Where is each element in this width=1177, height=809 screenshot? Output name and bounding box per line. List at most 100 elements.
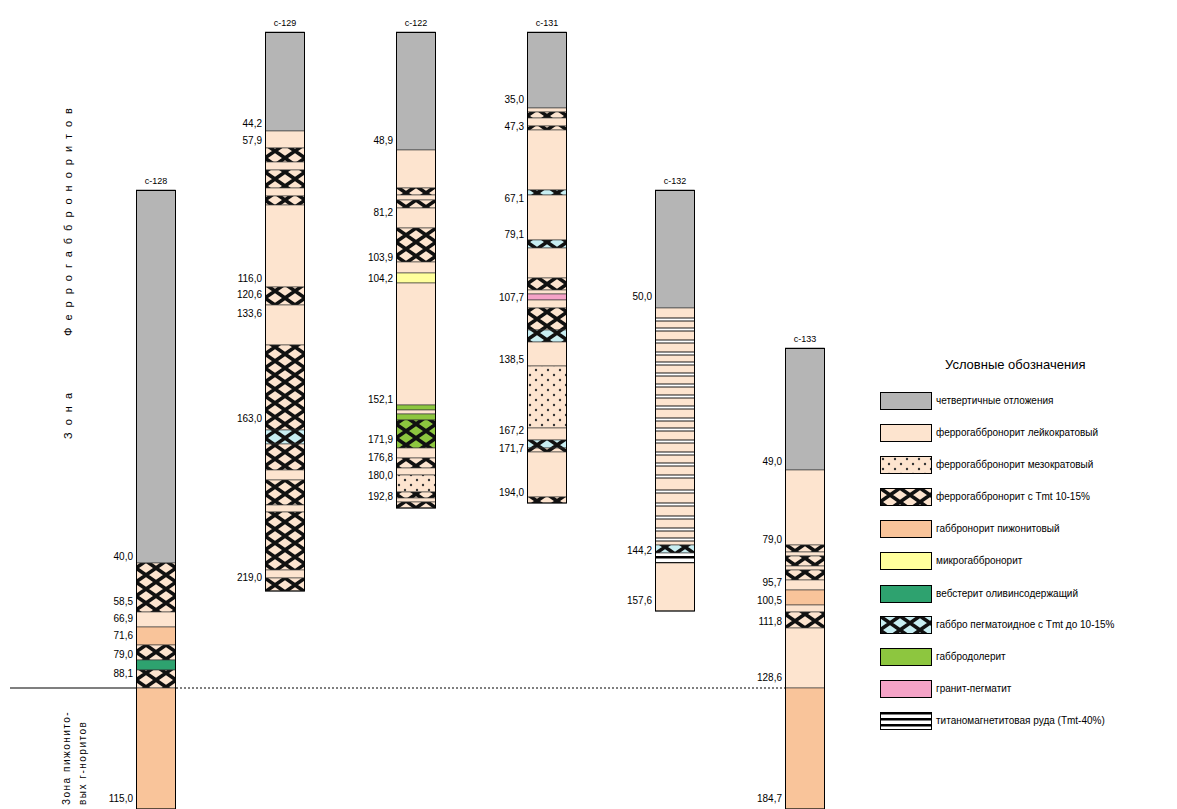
depth-mark: 138,5 [499,354,524,366]
legend-text: феррогаббронорит с Tmt 10-15% [936,488,1090,506]
ore-band [656,318,695,321]
depth-mark: 171,7 [499,443,524,455]
ore-band [656,475,695,478]
rock-layer [528,330,567,342]
legend-swatch-frame [880,424,932,442]
rock-layer [786,566,825,570]
rock-layer [786,470,825,545]
legend-swatch [881,586,932,603]
rock-layer [786,348,825,470]
depth-mark: 107,7 [499,292,524,304]
depth-mark: 219,0 [237,572,262,584]
ore-band [656,352,695,355]
rock-layer [528,195,567,240]
rock-layer [266,196,305,205]
rock-layer [397,498,436,502]
legend-text: феррогаббронорит мезократовый [936,456,1093,474]
borehole-column: с-133 [785,332,825,809]
depth-mark: 104,2 [368,273,393,285]
ore-band [656,490,695,493]
borehole-name: с-132 [655,174,695,188]
rock-layer [266,287,305,305]
borehole-name: с-128 [136,174,176,188]
legend-swatch-frame [880,456,932,474]
depth-mark: 67,1 [505,193,524,205]
borehole-name: с-131 [527,16,567,30]
legend-swatch [881,713,932,730]
zone-name: Зона Феррогабброноритов [62,101,74,439]
rock-layer [528,290,567,294]
legend-text: гранит-пегматит [936,680,1011,698]
rock-layer [397,228,436,262]
ore-band [656,528,695,531]
legend-swatch-frame [880,616,932,634]
rock-layer [786,580,825,590]
rock-layer [137,563,176,612]
rock-layer [397,410,436,414]
legend-text: габбродолерит [936,648,1006,666]
borehole-outline [528,33,567,504]
zone-boundary-line [10,687,136,688]
rock-layer [786,628,825,688]
borehole-outline [656,191,695,612]
rock-layer [528,108,567,112]
rock-layer [266,512,305,570]
depth-mark: 116,0 [238,273,262,285]
legend-text: титаномагнетитовая руда (Tmt-40%) [936,712,1105,730]
legend-text: микрогаббронорит [936,552,1022,570]
rock-layer [528,190,567,195]
rock-layer [266,345,305,430]
rock-layer [528,240,567,248]
rock-layer [137,688,176,809]
borehole-log [655,190,696,612]
depth-mark: 57,9 [243,135,262,147]
depth-mark: 128,6 [757,672,782,684]
depth-mark: 71,6 [114,630,133,642]
rock-layer [266,470,305,480]
rock-layer [266,444,305,470]
legend-swatch [881,681,932,698]
ore-band [656,328,695,331]
legend-swatch [881,393,932,410]
borehole-log [396,32,437,509]
rock-layer [528,448,567,452]
depth-mark: 35,0 [505,94,524,106]
legend-text: габбронорит пижонитовый [936,520,1060,538]
borehole-outline [786,349,825,809]
legend-swatch-frame [880,680,932,698]
depth-mark: 120,6 [237,289,262,301]
rock-layer [266,430,305,444]
legend-swatch-frame [880,392,932,410]
legend-swatch-frame [880,648,932,666]
ore-band [656,452,695,455]
rock-layer [786,556,825,566]
rock-layer [786,570,825,580]
depth-mark: 66,9 [114,613,133,625]
rock-layer [786,612,825,628]
depth-mark: 40,0 [114,551,133,563]
rock-layer [137,190,176,563]
legend-swatch [881,553,932,570]
rock-layer [528,308,567,330]
depth-mark: 79,0 [114,649,133,661]
rock-layer [528,130,567,190]
rock-layer [786,605,825,612]
depth-mark: 58,5 [114,596,133,608]
ore-band [656,538,695,541]
rock-layer [397,208,436,228]
legend-swatch-frame [880,520,932,538]
rock-layer [266,162,305,170]
depth-mark: 79,0 [763,534,782,546]
legend-swatch [881,457,932,474]
borehole-column: с-131 [527,16,567,503]
depth-mark: 157,6 [627,595,652,607]
rock-layer [266,305,305,345]
ore-band [656,418,695,421]
rock-layer [528,126,567,130]
rock-layer [397,458,436,468]
legend-swatch-frame [880,552,932,570]
legend-text: феррогаббронорит лейкократовый [936,424,1098,442]
rock-layer [528,300,567,308]
legend-swatch-frame [880,585,932,603]
